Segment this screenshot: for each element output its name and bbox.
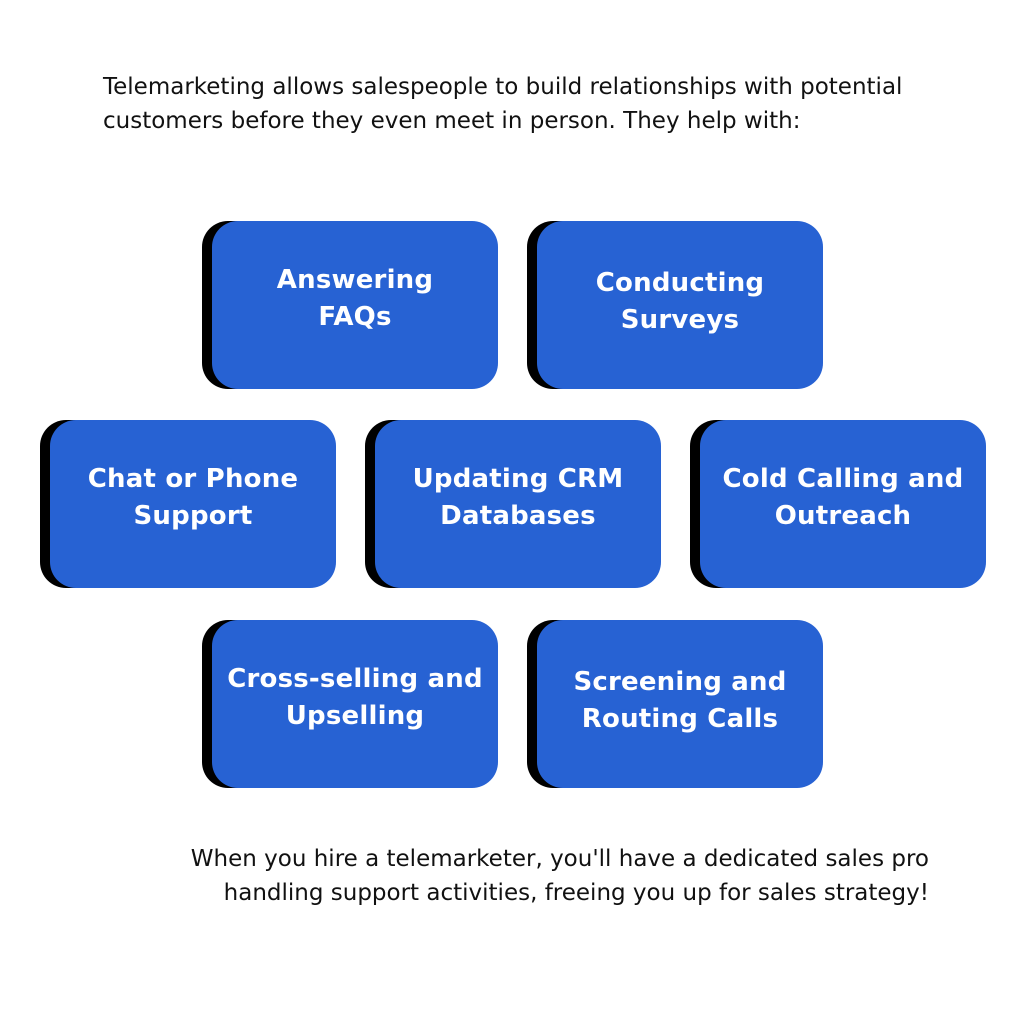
card-label-line2: Databases: [440, 501, 596, 531]
card-label-line1: Cross-selling and: [227, 664, 483, 694]
card-label-line1: Answering: [276, 265, 434, 295]
card-label-line2: Upselling: [285, 701, 425, 731]
card-label: Conducting Surveys: [596, 265, 764, 339]
card-label-line1: Chat or Phone: [87, 464, 299, 494]
card-label-line2: Surveys: [620, 305, 740, 335]
card-face: Answering FAQs: [212, 221, 498, 389]
card-label-line1: Cold Calling and: [722, 464, 964, 494]
card-face: Cross-selling and Upselling: [212, 620, 498, 788]
card-label-line1: Screening and: [573, 667, 787, 697]
card-cold-calling-and-outreach: Cold Calling and Outreach: [690, 420, 986, 588]
card-face: Conducting Surveys: [537, 221, 823, 389]
card-label: Cold Calling and Outreach: [723, 461, 964, 535]
card-answering-faqs: Answering FAQs: [202, 221, 498, 389]
card-face: Chat or Phone Support: [50, 420, 336, 588]
intro-paragraph: Telemarketing allows salespeople to buil…: [103, 74, 903, 134]
card-screening-and-routing-calls: Screening and Routing Calls: [527, 620, 823, 788]
outro-paragraph: When you hire a telemarketer, you'll hav…: [190, 846, 929, 906]
card-cross-selling-and-upselling: Cross-selling and Upselling: [202, 620, 498, 788]
card-label-line2: Outreach: [774, 501, 912, 531]
card-label-line1: Conducting: [595, 268, 765, 298]
card-face: Cold Calling and Outreach: [700, 420, 986, 588]
card-label: Screening and Routing Calls: [573, 664, 786, 738]
card-updating-crm-databases: Updating CRM Databases: [365, 420, 661, 588]
card-face: Updating CRM Databases: [375, 420, 661, 588]
card-label: Updating CRM Databases: [413, 461, 624, 535]
card-label-line2: FAQs: [318, 302, 392, 332]
card-conducting-surveys: Conducting Surveys: [527, 221, 823, 389]
card-label: Answering FAQs: [277, 262, 433, 336]
card-label-line2: Routing Calls: [581, 704, 779, 734]
card-label: Chat or Phone Support: [88, 461, 299, 535]
card-label-line1: Updating CRM: [412, 464, 624, 494]
card-label-line2: Support: [133, 501, 253, 531]
card-label: Cross-selling and Upselling: [227, 661, 483, 735]
card-face: Screening and Routing Calls: [537, 620, 823, 788]
card-chat-or-phone-support: Chat or Phone Support: [40, 420, 336, 588]
